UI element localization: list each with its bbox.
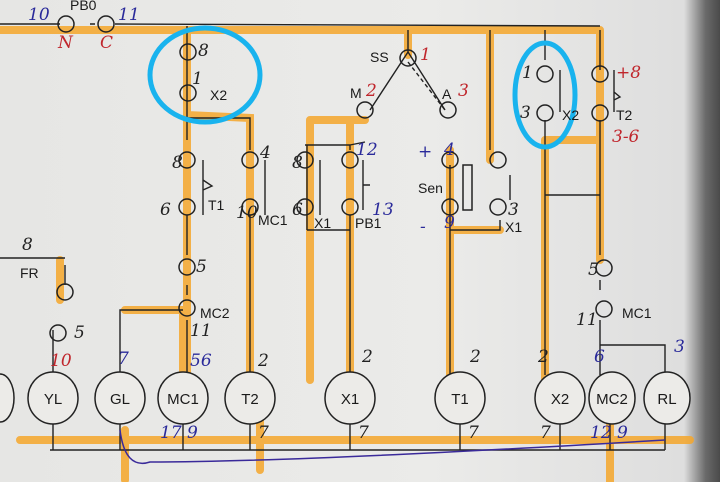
svg-text:+8: +8 <box>616 63 641 83</box>
handwritten-annotations: 10 11 N C 1 2 3 8 1 8 6 4 10 8 6 12 13 +… <box>22 5 685 443</box>
fr-label: FR <box>20 265 39 281</box>
a-label: A <box>442 86 452 102</box>
svg-text:GL: GL <box>110 391 130 408</box>
svg-text:7: 7 <box>258 423 269 443</box>
mc1-contact-label: MC1 <box>258 212 288 228</box>
coils: YL GL MC1 T2 X1 T1 X2 MC2 RL <box>0 371 691 425</box>
svg-text:T2: T2 <box>241 391 259 408</box>
svg-text:17 9: 17 9 <box>160 423 198 443</box>
pb0-terminal-right <box>97 15 115 33</box>
coil-rl: RL <box>643 371 691 425</box>
t1-contact-label: T1 <box>208 197 225 213</box>
svg-text:6: 6 <box>160 200 171 220</box>
svg-text:9: 9 <box>444 213 455 233</box>
svg-text:8: 8 <box>198 41 209 61</box>
svg-text:56: 56 <box>190 351 212 371</box>
svg-text:4: 4 <box>259 143 271 163</box>
svg-text:1: 1 <box>192 69 203 89</box>
coil-mc1: MC1 <box>157 371 209 425</box>
svg-text:X1: X1 <box>341 391 359 408</box>
svg-text:12: 12 <box>356 140 378 160</box>
svg-text:2: 2 <box>469 347 481 367</box>
sen-label: Sen <box>418 180 443 196</box>
pb0-label: PB0 <box>70 0 97 13</box>
svg-text:7: 7 <box>540 423 551 443</box>
svg-text:1: 1 <box>522 63 533 83</box>
svg-text:2: 2 <box>361 347 373 367</box>
pb0-terminal-left <box>57 15 75 33</box>
svg-text:7: 7 <box>358 423 369 443</box>
svg-text:-: - <box>420 217 426 237</box>
svg-text:3: 3 <box>674 337 685 357</box>
svg-text:3-6: 3-6 <box>612 127 640 147</box>
svg-text:2: 2 <box>537 347 549 367</box>
svg-text:10: 10 <box>236 203 258 223</box>
mc2-contact-label: MC2 <box>200 305 230 321</box>
x1-contact-right-label: X1 <box>505 219 522 235</box>
coil-yl: YL <box>27 371 79 425</box>
svg-text:3: 3 <box>520 103 531 123</box>
svg-text:T1: T1 <box>451 391 469 408</box>
x2-contact-right-label: X2 <box>562 107 579 123</box>
x2-contact-label: X2 <box>210 87 227 103</box>
svg-text:C: C <box>100 33 113 53</box>
coil-mc2: MC2 <box>588 371 636 425</box>
svg-text:10: 10 <box>28 5 50 25</box>
svg-text:X2: X2 <box>551 391 569 408</box>
svg-text:11: 11 <box>190 321 212 341</box>
ss-label: SS <box>370 49 389 65</box>
svg-text:1: 1 <box>420 45 431 65</box>
coil-x2: X2 <box>534 371 586 425</box>
svg-text:7: 7 <box>118 349 129 369</box>
wires <box>0 23 666 451</box>
svg-text:YL: YL <box>44 391 62 408</box>
m-label: M <box>350 85 362 101</box>
svg-text:RL: RL <box>657 391 676 408</box>
x1-contact-label: X1 <box>314 215 331 231</box>
contact-terminals <box>49 15 622 342</box>
svg-text:4: 4 <box>443 140 455 160</box>
svg-text:MC1: MC1 <box>167 391 199 408</box>
blue-circle-marker-x2 <box>147 25 263 125</box>
svg-text:+: + <box>418 142 432 162</box>
coil-t1: T1 <box>434 371 486 425</box>
coil-t2: T2 <box>224 371 276 425</box>
svg-text:6: 6 <box>292 200 303 220</box>
svg-text:11: 11 <box>576 310 598 330</box>
svg-text:6: 6 <box>594 347 605 367</box>
svg-text:5: 5 <box>196 257 207 277</box>
m-terminal <box>356 101 374 119</box>
svg-text:7: 7 <box>468 423 479 443</box>
printed-labels: PB0 SS M A X2 X2 T2 T1 MC1 X1 PB1 Sen X1… <box>20 0 652 321</box>
svg-text:3: 3 <box>508 200 519 220</box>
svg-text:8: 8 <box>22 235 33 255</box>
a-terminal <box>439 101 457 119</box>
svg-text:2: 2 <box>257 351 269 371</box>
svg-text:5: 5 <box>588 260 599 280</box>
svg-text:3: 3 <box>458 81 469 101</box>
svg-text:2: 2 <box>365 81 377 101</box>
pb1-label: PB1 <box>355 215 382 231</box>
coil-x1: X1 <box>324 371 376 425</box>
mc1-contact-right-label: MC1 <box>622 305 652 321</box>
svg-text:11: 11 <box>118 5 140 25</box>
coil-gl: GL <box>94 371 146 425</box>
svg-text:8: 8 <box>292 153 303 173</box>
svg-text:13: 13 <box>372 200 394 220</box>
svg-text:MC2: MC2 <box>596 391 628 408</box>
svg-text:N: N <box>57 33 74 53</box>
ss-terminal <box>399 49 417 67</box>
svg-text:5: 5 <box>74 323 85 343</box>
blue-ink-wire <box>119 429 666 464</box>
svg-text:10: 10 <box>50 351 72 371</box>
svg-text:8: 8 <box>172 153 183 173</box>
blue-circle-marker-x2-right <box>512 40 578 150</box>
svg-text:12 9: 12 9 <box>590 423 628 443</box>
t2-contact-label: T2 <box>616 107 633 123</box>
